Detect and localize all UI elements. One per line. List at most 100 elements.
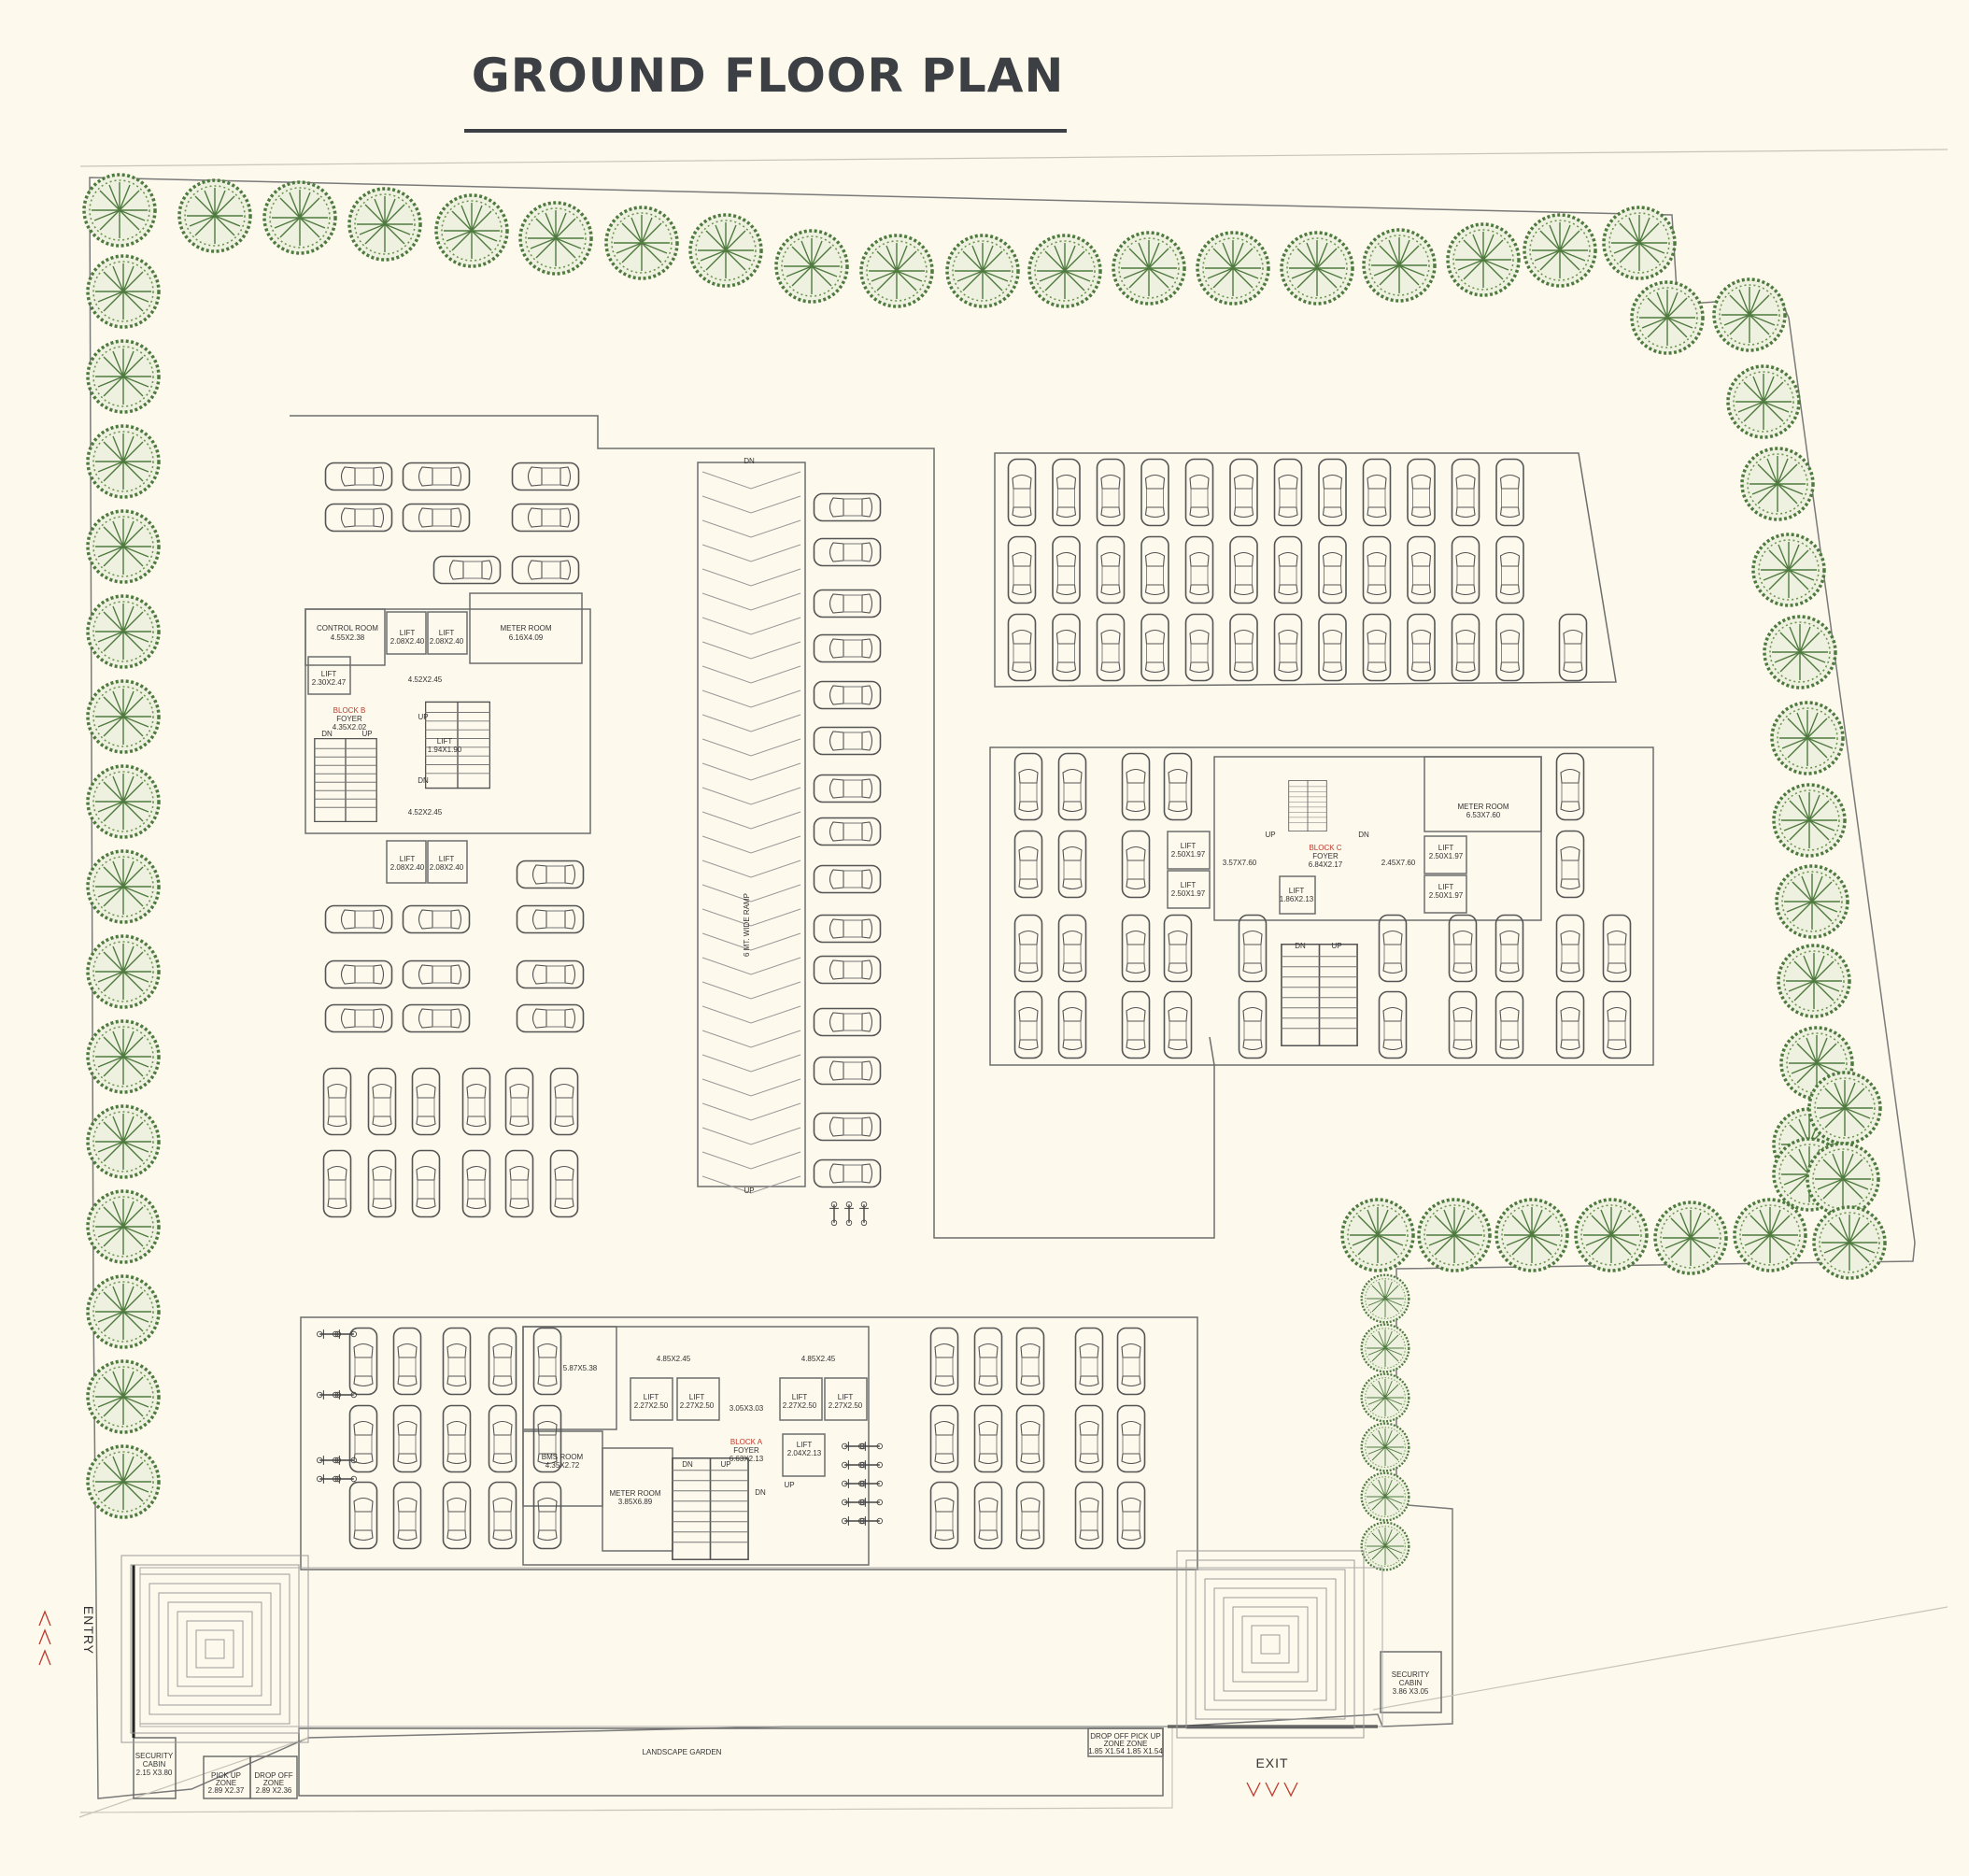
car-bay [511,555,580,585]
car-bay [1273,458,1303,527]
tree-row [82,173,1887,1571]
car-bay [348,1481,378,1550]
block-c-dn-2: DN [1295,942,1306,950]
tree-icon [1360,1273,1410,1324]
car-bay [1116,1481,1146,1550]
ramp-chevron [701,617,801,635]
block-c-meter-room [1424,756,1542,832]
car-bay [322,1067,352,1136]
car-bay [461,1067,491,1136]
tree-icon [1763,615,1837,689]
tree-icon [86,594,161,669]
tree-icon [1360,1323,1410,1373]
car-bay [1451,458,1480,527]
car-bay [1555,914,1585,983]
tree-icon [1494,1198,1569,1272]
tree-icon [1360,1372,1410,1423]
block-a-up: UP [720,1460,730,1469]
car-bay [504,1149,534,1218]
block-a-up-2: UP [784,1481,794,1489]
block-b-lift-3-label: LIFT [400,855,416,863]
ramp-chevron [701,811,801,830]
car-bay [1140,458,1169,527]
bike-icon [843,1201,855,1227]
drop-pick-right-3: 1.85 X1.54 1.85 X1.54 [1088,1747,1163,1755]
car-bay [1184,535,1214,604]
car-bay [1494,914,1524,983]
tree-icon [86,1359,161,1434]
car-bay [1362,458,1392,527]
car-bay [813,817,882,846]
car-bay [461,1149,491,1218]
car-bay [1013,830,1043,899]
bike-icon [857,1478,884,1489]
block-c-lift-center-size: 1.86X2.13 [1280,895,1314,903]
ramp-chevron [701,981,801,1000]
car-bay [1238,990,1268,1059]
car-bay [442,1327,472,1396]
tree-icon [347,187,422,262]
tree-icon [1772,783,1847,858]
car-bay [322,1149,352,1218]
car-bay [348,1327,378,1396]
block-b-name: BLOCK B [333,706,366,715]
tree-icon [1280,231,1354,306]
pick-up-left-3: 2.89 X2.37 [208,1786,245,1795]
block-a-lift-3 [779,1377,823,1421]
block-a-foyer-label: FOYER [733,1446,759,1455]
podium-outline [139,1567,1383,1727]
block-a-lobby: 3.05X3.03 [730,1404,764,1413]
car-bay [813,589,882,618]
car-bay [511,503,580,533]
block-b-meter-room-size: 6.16X4.09 [509,633,544,642]
car-bay [549,1149,579,1218]
car-bay [813,633,882,663]
tree-icon [1360,1471,1410,1522]
bike-icon [858,1201,870,1227]
car-bay [1007,458,1037,527]
car-bay [1057,830,1087,899]
car-bay [1184,613,1214,682]
pergola-ring [139,1573,290,1725]
block-c-lift-l2-label: LIFT [1181,881,1197,889]
car-bay [813,726,882,756]
car-bay [1407,458,1436,527]
block-c-lift-l2-size: 2.50X1.97 [1171,889,1206,898]
car-bay [1057,914,1087,983]
car-bay [1362,535,1392,604]
block-a-stairs [671,1457,750,1560]
tree-icon [86,424,161,499]
block-b-lift-mid-label: LIFT [437,737,453,746]
parking-bays [322,458,1632,1550]
security-cabin-right-2: CABIN [1399,1679,1423,1687]
car-bay [1362,613,1392,682]
car-bay [516,904,585,934]
block-b-up: UP [418,713,428,721]
tree-icon [1807,1071,1882,1145]
block-b-lift-1-size: 2.08X2.40 [390,637,425,646]
tree-icon [434,193,509,268]
car-bay [1013,914,1043,983]
car-bay [1096,535,1126,604]
block-b-passage-bottom: 4.52X2.45 [408,808,443,817]
block-c-lift-r2 [1424,874,1467,914]
car-bay [442,1404,472,1473]
car-bay [1378,990,1408,1059]
ramp-chevron [701,592,801,611]
tree-icon [86,934,161,1009]
car-bay [1494,990,1524,1059]
block-b-dn-2: DN [321,730,333,738]
block-a-lift-5-size: 2.04X2.13 [787,1449,822,1457]
block-c-passage-right: 2.45X7.60 [1381,859,1416,867]
ramp-chevron [701,568,801,587]
block-b-lift-side-label: LIFT [321,670,337,678]
tree-icon [1777,944,1851,1018]
tree-icon [1196,231,1270,306]
car-bay [1121,914,1151,983]
drop-off-left-2: ZONE [263,1779,284,1787]
block-b-foyer-label: FOYER [336,715,362,723]
landscape-garden-label: LANDSCAPE GARDEN [643,1748,722,1756]
car-bay [1318,613,1347,682]
car-bay [1558,613,1588,682]
car-bay [973,1327,1003,1396]
